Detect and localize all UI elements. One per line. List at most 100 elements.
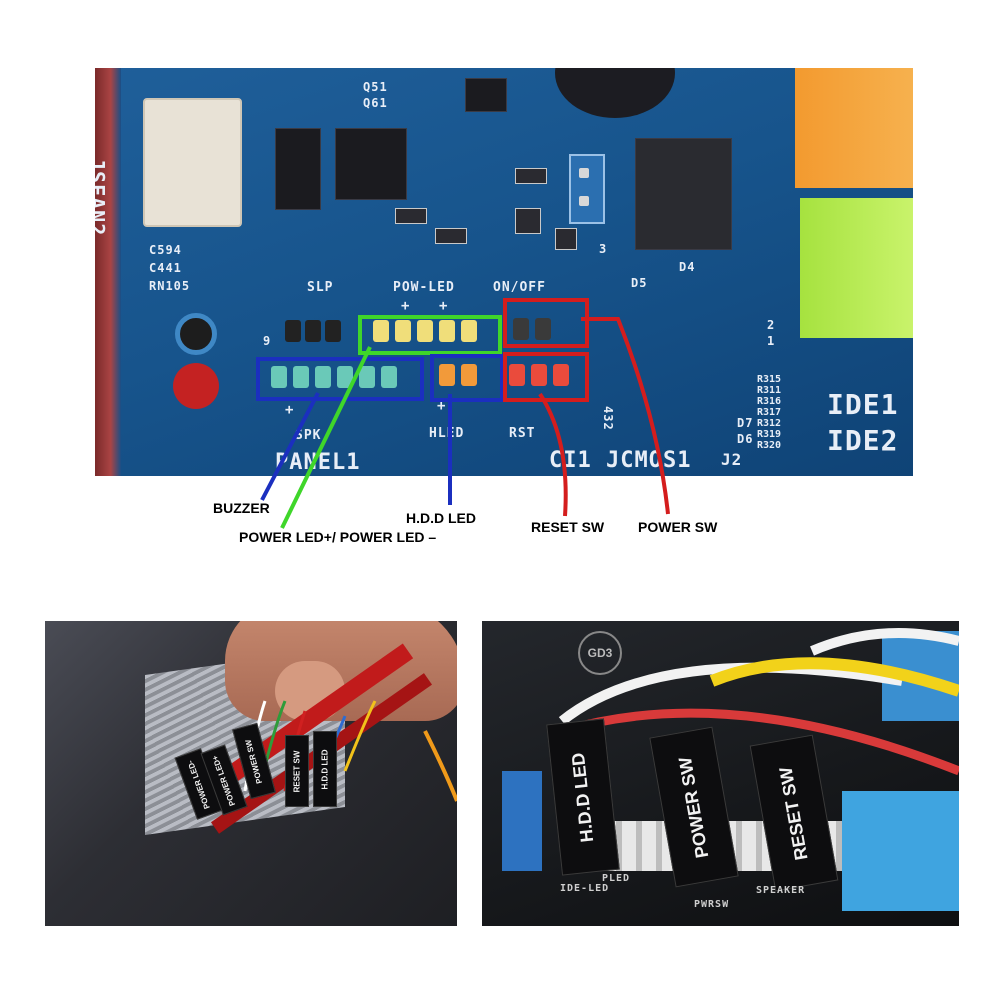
rn105-label: RN105 <box>149 279 191 293</box>
resistor-label: R312 <box>757 418 782 429</box>
on-off-pin <box>513 318 529 340</box>
rst-pin <box>553 364 569 386</box>
d6-label: D6 <box>737 432 754 446</box>
q51-label: Q51 <box>363 80 388 94</box>
hdd-led-highlight <box>430 354 504 402</box>
panel1-label: PANEL1 <box>275 450 361 475</box>
smd-2 <box>435 228 467 244</box>
pow-led-pin <box>395 320 411 342</box>
jumper-block-2 <box>335 128 407 200</box>
hled-label: HLED <box>429 426 465 441</box>
pow-led-pin <box>417 320 433 342</box>
d4-label: D4 <box>679 260 696 274</box>
c594-label: C594 <box>149 243 182 257</box>
connector-label: POWER SW <box>674 755 713 860</box>
smd-4 <box>555 228 577 250</box>
silk-pled: PLED <box>602 873 631 884</box>
jcmos1-label: CI1 JCMOS1 <box>549 448 692 473</box>
red-marker <box>173 363 219 409</box>
resistor-label: R319 <box>757 429 782 440</box>
fan-header <box>143 98 242 227</box>
silk-ide-led: IDE-LED <box>560 883 610 894</box>
power-led-label: POWER LED+/ POWER LED – <box>239 529 437 545</box>
connector-label: RESET SW <box>292 750 302 792</box>
jumper-block-3 <box>635 138 732 250</box>
ide2-connector <box>800 198 913 338</box>
connector-label: H.D.D LED <box>320 749 330 789</box>
c441-label: C441 <box>149 261 182 275</box>
pad <box>579 168 589 178</box>
mounting-hole <box>175 313 217 355</box>
board-edge <box>95 68 121 476</box>
resistor-label: R315 <box>757 374 782 385</box>
power-led-highlight <box>358 315 502 355</box>
pin-numbers: 432 <box>601 406 615 431</box>
nine-label: 9 <box>263 334 272 348</box>
blue-port-left <box>502 771 542 871</box>
power-sw-label: POWER SW <box>638 519 718 535</box>
pow-led-pin <box>461 320 477 342</box>
on-off-pin <box>535 318 551 340</box>
jumper-block-1 <box>275 128 321 210</box>
rst-pin <box>531 364 547 386</box>
rst-label: RST <box>509 426 536 441</box>
spk-label: SPK <box>295 428 322 443</box>
silk-speaker: SPEAKER <box>756 885 806 896</box>
connector-label: POWER SW <box>243 737 265 785</box>
ic-chip-top <box>465 78 507 112</box>
rst-pin <box>509 364 525 386</box>
resistor-label: R316 <box>757 396 782 407</box>
resistor-label: R311 <box>757 385 782 396</box>
blue-port-bottom <box>842 791 959 911</box>
silk-pwrsw: PWRSW <box>694 899 730 910</box>
j2-label: J2 <box>721 450 743 469</box>
spk-pin <box>381 366 397 388</box>
two-label: 2 <box>767 318 776 332</box>
resistor-label: R317 <box>757 407 782 418</box>
left-connector-hdd-led: H.D.D LED <box>313 731 337 807</box>
ide2-label: IDE2 <box>827 424 899 457</box>
wires-right <box>558 628 959 776</box>
pow-led-pin <box>439 320 455 342</box>
d7-label: D7 <box>737 416 754 430</box>
plus-sign-1: + <box>401 298 411 314</box>
logo-text: GD3 <box>587 646 613 660</box>
front-panel-closeup-photo: GD3 H.D.D LED POWER SW RESET SW IDE-LED … <box>482 621 959 926</box>
slp-pin <box>285 320 301 342</box>
on-off-label: ON/OFF <box>493 280 546 295</box>
reset-sw-highlight <box>503 352 589 402</box>
q61-label: Q61 <box>363 96 388 110</box>
resistor-label: R320 <box>757 440 782 451</box>
pad <box>579 196 589 206</box>
smd-3 <box>515 168 547 184</box>
hand-connecting-photo: POWER LED- POWER LED+ POWER SW RESET SW … <box>45 621 457 926</box>
power-sw-highlight <box>503 298 589 348</box>
connector-label: RESET SW <box>775 765 812 862</box>
logo-circle: GD3 <box>578 631 622 675</box>
one-label: 1 <box>767 334 776 348</box>
jsfan2-label: JSFAN2 <box>95 158 109 237</box>
slp-pin <box>325 320 341 342</box>
hled-pin <box>461 364 477 386</box>
reset-sw-label: RESET SW <box>531 519 605 535</box>
three-label: 3 <box>599 242 608 256</box>
left-connector-reset-sw: RESET SW <box>285 735 309 807</box>
ide1-connector <box>795 68 913 188</box>
slp-pin <box>305 320 321 342</box>
connector-label: H.D.D LED <box>567 751 598 843</box>
motherboard-photo: JSFAN2 Q51 Q61 C594 C441 RN105 SLP POW-L… <box>95 68 913 476</box>
capacitor <box>555 68 675 118</box>
buzzer-highlight <box>256 357 424 401</box>
smd-1 <box>395 208 427 224</box>
hdd-led-label: H.D.D LED <box>406 510 476 526</box>
plus-sign-3: + <box>285 402 295 418</box>
pow-led-pin <box>373 320 389 342</box>
jumper-pad <box>569 154 605 224</box>
smd-5 <box>515 208 541 234</box>
buzzer-label: BUZZER <box>213 500 270 516</box>
hled-pin <box>439 364 455 386</box>
d5-label: D5 <box>631 276 648 290</box>
plus-sign-2: + <box>439 298 449 314</box>
pow-led-label: POW-LED <box>393 280 455 295</box>
